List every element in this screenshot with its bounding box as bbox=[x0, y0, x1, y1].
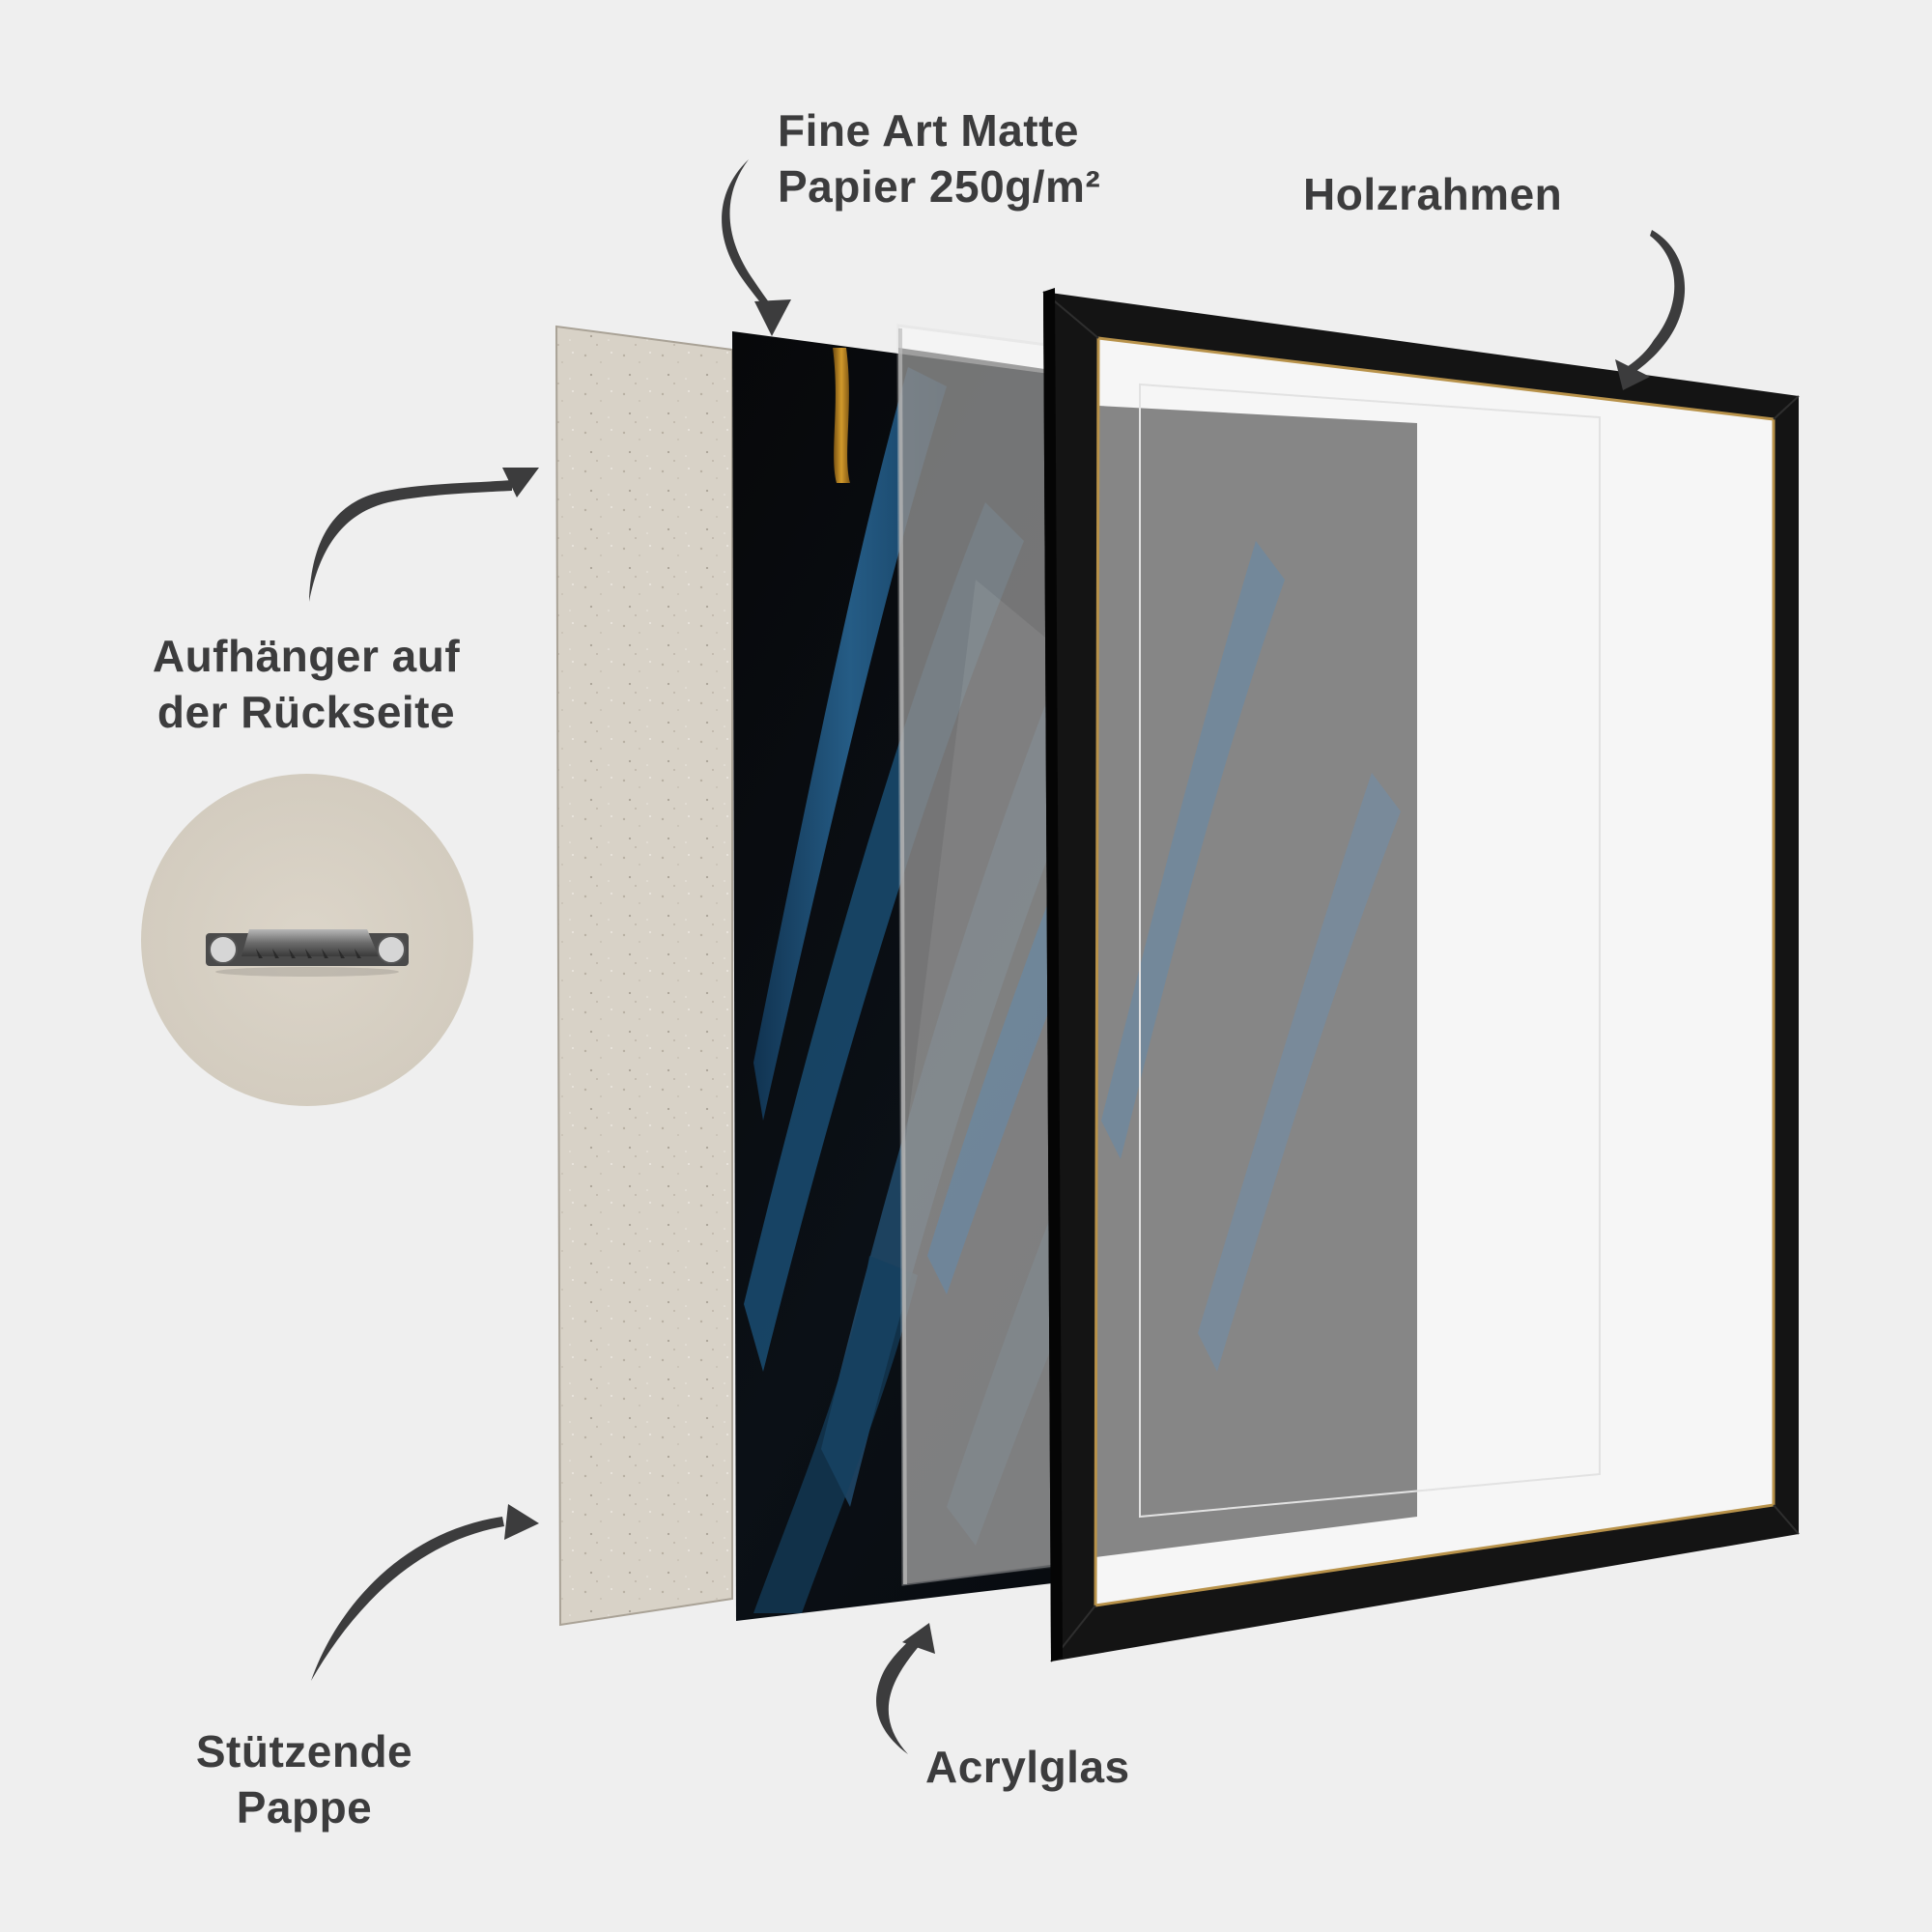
wood-frame bbox=[1042, 288, 1800, 1662]
arrow-acrylic bbox=[876, 1623, 935, 1754]
arrow-frame bbox=[1615, 230, 1686, 390]
label-line: Pappe bbox=[236, 1782, 373, 1833]
label-line: Aufhänger auf bbox=[152, 631, 461, 681]
label-wood-frame: Holzrahmen bbox=[1303, 166, 1562, 222]
label-line: der Rückseite bbox=[156, 687, 456, 737]
callout-arrows bbox=[309, 159, 1686, 1754]
label-line: Fine Art Matte bbox=[778, 105, 1079, 156]
arrow-hanger bbox=[309, 468, 539, 602]
arrow-paper bbox=[722, 159, 791, 336]
backing-board bbox=[554, 325, 733, 1627]
sawtooth-hanger-icon bbox=[206, 929, 409, 977]
label-hanger: Aufhänger auf der Rückseite bbox=[108, 628, 504, 740]
label-line: Holzrahmen bbox=[1303, 169, 1563, 219]
label-line: Acrylglas bbox=[925, 1742, 1130, 1792]
label-fine-art-paper: Fine Art Matte Papier 250g/m² bbox=[778, 102, 1100, 214]
hanger-detail-inset bbox=[141, 774, 473, 1106]
label-line: Papier 250g/m² bbox=[778, 161, 1101, 212]
arrow-backing bbox=[311, 1504, 539, 1681]
label-line: Stützende bbox=[195, 1726, 413, 1776]
label-acrylic-glass: Acrylglas bbox=[925, 1739, 1130, 1795]
label-backing-board: Stützende Pappe bbox=[155, 1723, 454, 1835]
